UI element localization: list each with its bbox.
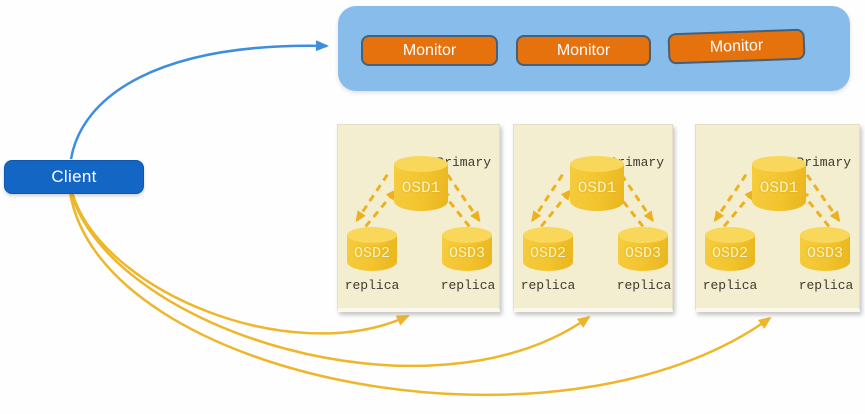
- client-to-osd-group-2-arrow: [69, 191, 591, 368]
- replica-label-right: replica: [616, 278, 672, 293]
- primary-label: Primary: [796, 155, 851, 170]
- osd3-cylinder-icon: OSD3: [800, 227, 850, 271]
- primary-label: Primary: [436, 155, 491, 170]
- primary-to-osd3-arrow: [805, 173, 841, 223]
- monitor-node-1: Monitor: [361, 35, 498, 66]
- osd2-to-primary-arrow: [722, 189, 756, 228]
- monitor-node-3: Monitor: [667, 28, 806, 65]
- osd3-label: OSD3: [806, 244, 843, 262]
- osd2-cylinder-icon: OSD2: [347, 227, 397, 271]
- monitor-cluster: Monitor Monitor Monitor: [338, 6, 850, 91]
- osd1-label: OSD1: [759, 178, 799, 197]
- osd-group-2: Primary OSD1 OSD2 OSD3 replica replica: [513, 124, 673, 312]
- osd3-cylinder-icon: OSD3: [442, 227, 492, 271]
- osd3-cylinder-icon: OSD3: [618, 227, 668, 271]
- osd1-cylinder-icon: OSD1: [570, 156, 624, 211]
- primary-to-osd2-arrow: [355, 173, 389, 223]
- replica-label-left: replica: [520, 278, 576, 293]
- client-to-monitors-arrow: [69, 40, 329, 160]
- client-to-osd-group-3-arrow: [68, 191, 772, 397]
- monitor-label: Monitor: [402, 41, 457, 59]
- client-to-osd-group-1-arrow: [70, 191, 410, 335]
- osd2-to-primary-arrow: [364, 189, 397, 228]
- monitor-label: Monitor: [709, 36, 764, 56]
- replica-label-right: replica: [798, 278, 854, 293]
- osd2-label: OSD2: [711, 244, 748, 262]
- osd1-cylinder-icon: OSD1: [394, 156, 448, 211]
- osd1-label: OSD1: [577, 178, 617, 197]
- primary-to-osd3-arrow: [446, 173, 481, 223]
- monitor-label: Monitor: [556, 41, 611, 59]
- osd1-label: OSD1: [401, 178, 441, 197]
- osd3-label: OSD3: [448, 244, 485, 262]
- monitor-node-2: Monitor: [516, 35, 651, 66]
- osd2-cylinder-icon: OSD2: [523, 227, 573, 271]
- primary-to-osd3-arrow: [620, 173, 654, 223]
- primary-to-osd2-arrow: [531, 173, 564, 223]
- osd-group-1: Primary OSD1 OSD2 OSD3 replica replica: [337, 124, 500, 312]
- osd2-label: OSD2: [529, 244, 566, 262]
- osd3-label: OSD3: [624, 244, 661, 262]
- osd2-label: OSD2: [353, 244, 390, 262]
- osd1-cylinder-icon: OSD1: [752, 156, 806, 211]
- client-label: Client: [51, 167, 97, 186]
- replica-label-left: replica: [702, 278, 758, 293]
- client-node: Client: [4, 160, 144, 194]
- replica-label-left: replica: [344, 278, 400, 293]
- osd-group-3: Primary OSD1 OSD2 OSD3 replica replica: [695, 124, 860, 312]
- primary-to-osd2-arrow: [713, 173, 748, 223]
- replica-label-right: replica: [440, 278, 496, 293]
- osd2-to-primary-arrow: [540, 189, 572, 228]
- osd2-cylinder-icon: OSD2: [705, 227, 755, 271]
